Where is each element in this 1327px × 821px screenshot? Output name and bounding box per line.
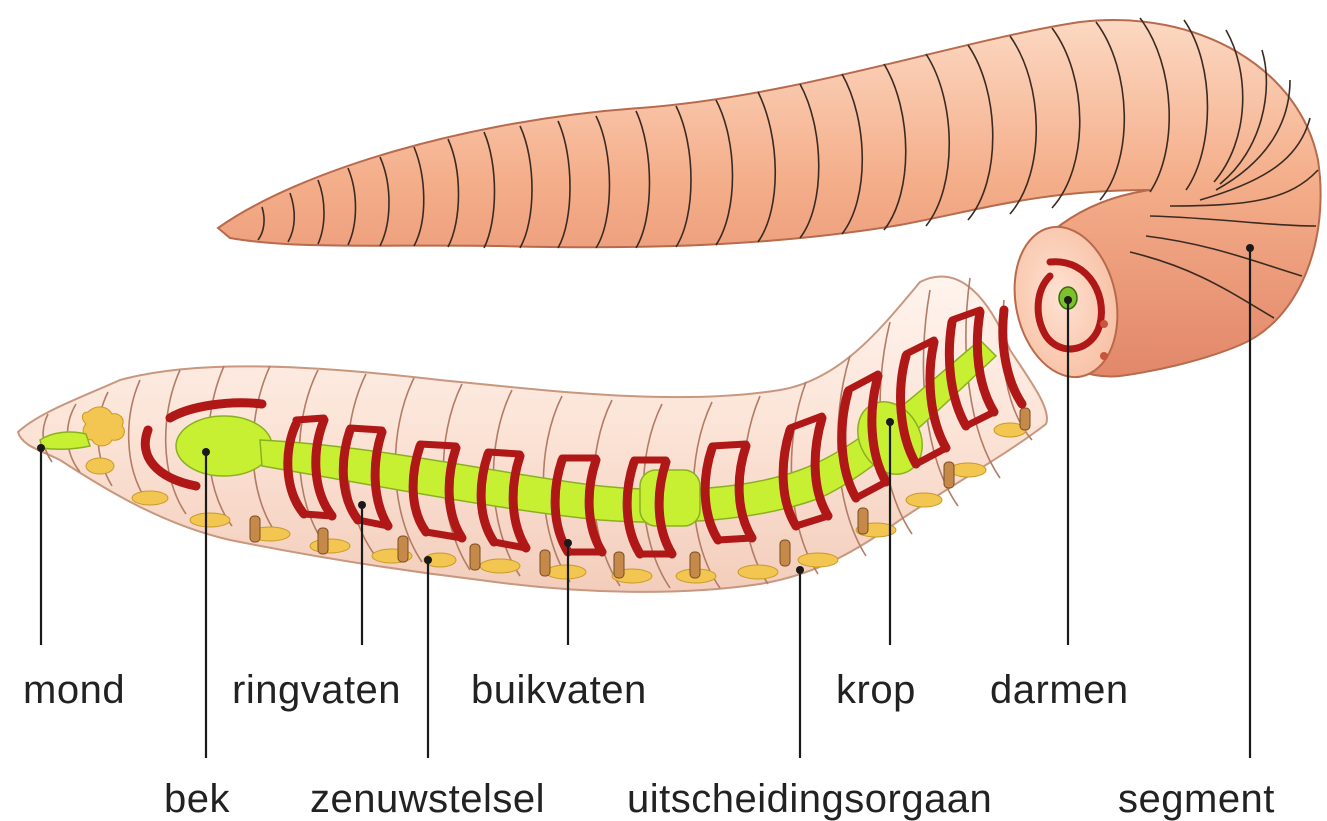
worm-dissected-body [18, 277, 1047, 592]
label-segment: segment [1118, 777, 1275, 821]
worm-skin [218, 20, 1321, 376]
label-uitscheidingsorgaan: uitscheidingsorgaan [627, 777, 992, 821]
leader-dot-ringvaten [358, 501, 366, 509]
leader-dot-zenuwstelsel [424, 556, 432, 564]
leader-dot-mond [37, 444, 45, 452]
worm-outer-body [218, 18, 1321, 387]
pharynx [176, 416, 272, 476]
label-buikvaten: buikvaten [471, 668, 647, 712]
label-mond: mond [23, 668, 125, 712]
labels: mond ringvaten buikvaten krop darmen bek… [23, 668, 1275, 821]
label-zenuwstelsel: zenuwstelsel [310, 777, 545, 821]
label-darmen: darmen [990, 668, 1129, 712]
gizzard [640, 470, 700, 526]
label-ringvaten: ringvaten [232, 668, 401, 712]
label-bek: bek [164, 777, 230, 821]
leader-dot-krop [886, 418, 894, 426]
label-krop: krop [836, 668, 916, 712]
leader-dot-bek [202, 448, 210, 456]
leader-dot-buikvaten [564, 539, 572, 547]
leader-dot-darmen [1064, 296, 1072, 304]
leader-dot-segment [1246, 244, 1254, 252]
leader-dot-uitscheidingsorgaan [796, 566, 804, 574]
